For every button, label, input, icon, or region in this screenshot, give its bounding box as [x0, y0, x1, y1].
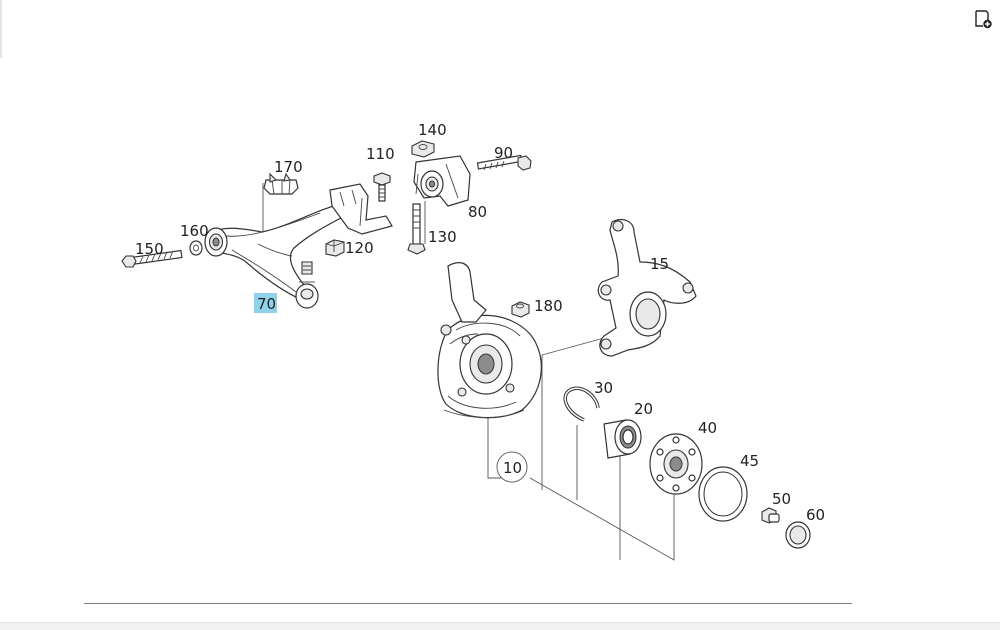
- callout-45[interactable]: 45: [740, 452, 759, 470]
- ring-45-part: [698, 466, 748, 522]
- callout-130[interactable]: 130: [428, 228, 457, 246]
- bottom-scroll-strip: [0, 622, 1000, 630]
- callout-170[interactable]: 170: [274, 158, 303, 176]
- cap-60-part: [785, 521, 811, 549]
- nut-120-part: [325, 239, 345, 257]
- callout-70[interactable]: 70: [257, 295, 276, 313]
- snap-ring-30-part: [563, 386, 600, 422]
- callout-10-circle: [496, 451, 528, 483]
- clip-170-part: [263, 172, 299, 195]
- callout-20[interactable]: 20: [634, 400, 653, 418]
- diagram-bottom-rule: [84, 603, 852, 604]
- callout-80[interactable]: 80: [468, 203, 487, 221]
- callout-120[interactable]: 120: [345, 239, 374, 257]
- bearing-20-part: [603, 419, 642, 459]
- callout-150[interactable]: 150: [135, 240, 164, 258]
- callouts: 150 160 170 110 140 90 80 130 120 70 15 …: [135, 121, 825, 524]
- lower-control-arm: [121, 183, 393, 309]
- nut-180-part: [511, 301, 530, 318]
- document-add-icon: [975, 10, 992, 29]
- callout-90[interactable]: 90: [494, 144, 513, 162]
- callout-180[interactable]: 180: [534, 297, 563, 315]
- rear-bushing-assembly: [407, 140, 532, 255]
- callout-70-selected[interactable]: 70: [254, 293, 277, 313]
- left-edge-divider: [0, 0, 2, 58]
- callout-10[interactable]: 10: [503, 459, 522, 477]
- callout-140[interactable]: 140: [418, 121, 447, 139]
- callout-30[interactable]: 30: [594, 379, 613, 397]
- callout-110[interactable]: 110: [366, 145, 395, 163]
- bolt-50-part: [761, 507, 780, 524]
- callout-160[interactable]: 160: [180, 222, 209, 240]
- callout-15[interactable]: 15: [650, 255, 669, 273]
- leader-lines: [195, 183, 675, 561]
- hub-40-part: [649, 433, 703, 495]
- knuckle-10-assembly: [437, 262, 542, 419]
- add-to-document-button[interactable]: [970, 6, 996, 32]
- bolt-150-part: [121, 249, 183, 268]
- callout-70-highlight: [254, 293, 277, 313]
- callout-10-group[interactable]: 10: [496, 451, 528, 483]
- callout-40[interactable]: 40: [698, 419, 717, 437]
- callout-50[interactable]: 50: [772, 490, 791, 508]
- bolt-110-part: [373, 172, 391, 202]
- callout-60[interactable]: 60: [806, 506, 825, 524]
- knuckle-15-part: [597, 219, 697, 357]
